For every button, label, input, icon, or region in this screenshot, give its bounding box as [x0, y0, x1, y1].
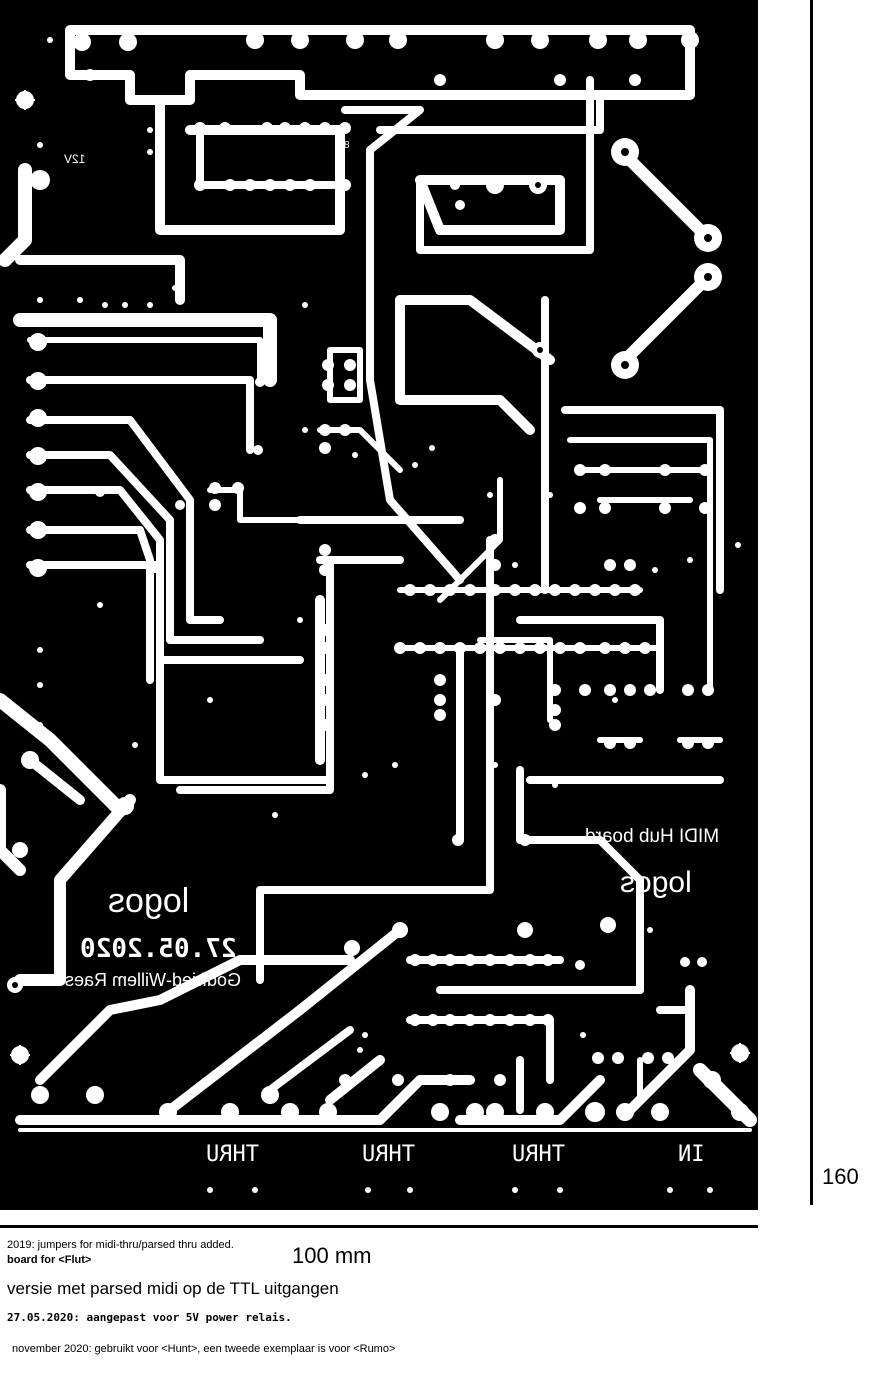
note-board-for: board for <Flut>: [7, 1254, 92, 1266]
width-dimension-line: [0, 1225, 758, 1228]
logo-right: logos: [620, 866, 692, 899]
connector-label-in: IN: [678, 1142, 705, 1167]
board-title: MIDI Hub board: [585, 826, 720, 847]
logo-left: logos: [108, 882, 190, 920]
board-author: Godfried-Willem Raes: [65, 970, 242, 990]
mounting-targets: [10, 90, 750, 1122]
connector-label-thru-2: THRU: [362, 1142, 415, 1167]
width-dimension-label: 100 mm: [292, 1243, 372, 1268]
height-dimension-line: [810, 0, 813, 1205]
copper-pads: [7, 31, 749, 1193]
note-modified: 27.05.2020: aangepast voor 5V power rela…: [7, 1311, 292, 1324]
connector-label-thru-3: THRU: [512, 1142, 565, 1167]
pad-holes: [12, 148, 712, 988]
board-date: 27.05.2020: [80, 934, 237, 964]
jumper-pin-label: 8: [344, 140, 350, 151]
note-usage: november 2020: gebruikt voor <Hunt>, een…: [12, 1343, 396, 1355]
label-12v: 12V: [64, 152, 86, 166]
connector-label-thru-1: THRU: [206, 1142, 259, 1167]
note-version: versie met parsed midi op de TTL uitgang…: [7, 1279, 339, 1298]
height-dimension-label: 160: [822, 1164, 859, 1189]
note-jumpers: 2019: jumpers for midi-thru/parsed thru …: [7, 1239, 234, 1251]
